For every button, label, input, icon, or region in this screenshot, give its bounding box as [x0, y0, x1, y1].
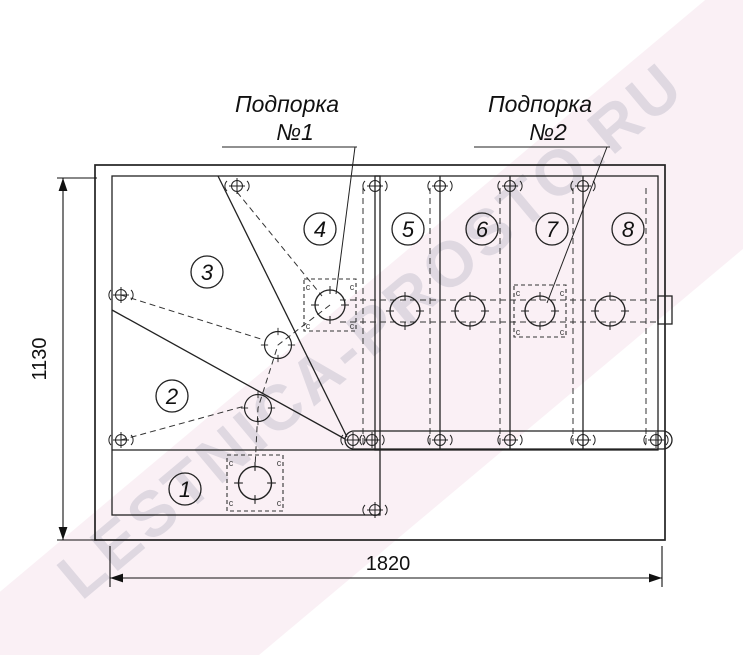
step-circle — [168, 472, 202, 506]
step-marker-7: 7 — [535, 212, 569, 246]
screw-icon — [362, 177, 388, 195]
corner-mark: c — [229, 498, 234, 508]
step-marker-1: 1 — [168, 472, 202, 506]
step-number: 1 — [179, 477, 191, 502]
screw-icon — [224, 177, 250, 195]
support1-label-line1: Подпорка — [235, 91, 339, 117]
step-marker-2: 2 — [155, 379, 189, 413]
support1-leader-line — [335, 146, 356, 295]
corner-mark: c — [277, 458, 282, 468]
corner-mark: c — [516, 327, 521, 337]
corner-mark: c — [560, 288, 565, 298]
step-number: 8 — [622, 217, 635, 242]
support1-label-line2: №1 — [276, 119, 314, 145]
outer-wall-rect — [94, 164, 666, 541]
winder-area-rect — [111, 175, 381, 516]
corner-mark: c — [229, 458, 234, 468]
step-marker-8: 8 — [611, 212, 645, 246]
right-wall-tab — [657, 295, 673, 325]
fan-dashed-2 — [120, 294, 265, 341]
step-circle — [465, 212, 499, 246]
step-circle — [611, 212, 645, 246]
support2-box — [513, 284, 567, 338]
step-number: 6 — [476, 217, 489, 242]
corner-mark: c — [516, 288, 521, 298]
corner-mark: c — [306, 321, 311, 331]
dimension-width: 1820 — [109, 546, 663, 587]
support2-annotation: Подпорка №2 — [474, 91, 610, 304]
corner-mark: c — [350, 321, 355, 331]
screw-icon — [427, 177, 453, 195]
support2-leader-line — [546, 146, 608, 304]
support2-label-line2: №2 — [529, 119, 567, 145]
fan-dashed-1 — [236, 191, 323, 297]
step-number: 4 — [314, 217, 326, 242]
support3-box — [226, 454, 284, 512]
step-number: 3 — [201, 260, 214, 285]
step-number: 7 — [546, 217, 559, 242]
diagonal-stringer-1 — [217, 175, 348, 438]
step-marker-3: 3 — [190, 255, 224, 289]
step-circle — [391, 212, 425, 246]
screw-icon — [570, 431, 596, 449]
corner-mark: c — [277, 498, 282, 508]
step-number: 5 — [402, 217, 415, 242]
dimension-height: 1130 — [29, 177, 97, 541]
corner-mark: c — [560, 327, 565, 337]
corner-mark: c — [306, 282, 311, 292]
dim-height-value: 1130 — [29, 337, 51, 380]
support1-box — [303, 278, 357, 332]
step-circle — [155, 379, 189, 413]
step-circle — [190, 255, 224, 289]
dim-width-value: 1820 — [366, 553, 411, 575]
corner-mark: c — [350, 282, 355, 292]
step-marker-6: 6 — [465, 212, 499, 246]
step-circle — [535, 212, 569, 246]
step-marker-5: 5 — [391, 212, 425, 246]
step-circle — [303, 212, 337, 246]
fan-dashed-3 — [120, 405, 246, 441]
step-marker-4: 4 — [303, 212, 337, 246]
support1-annotation: Подпорка №1 — [222, 91, 357, 295]
step-number: 2 — [165, 384, 178, 409]
diagonal-stringer-2 — [111, 309, 346, 440]
support2-label-line1: Подпорка — [488, 91, 592, 117]
